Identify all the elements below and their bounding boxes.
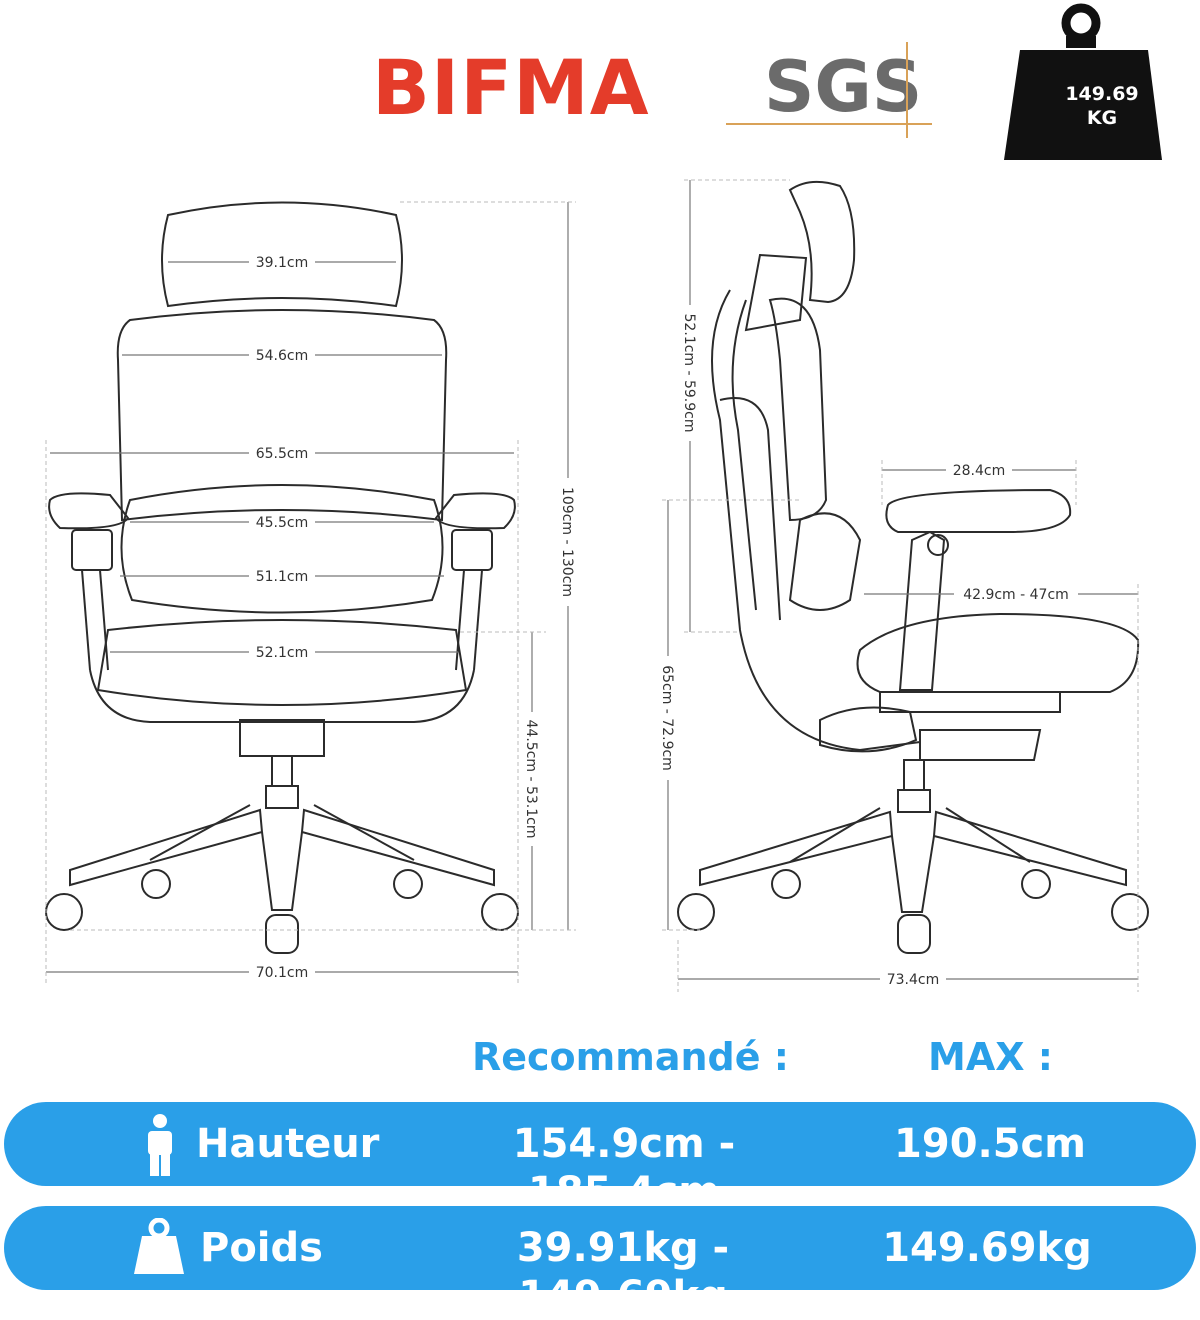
armrest-span-label: 65.5cm	[256, 446, 309, 462]
back-height-label: 52.1cm - 59.9cm	[681, 314, 697, 433]
bifma-logo: BIFMA	[372, 43, 650, 132]
seat-back-width-label: 45.5cm	[256, 515, 309, 531]
weight-row: Poids 39.91kg - 149.69kg 149.69kg	[4, 1206, 1196, 1319]
weight-icon	[134, 1218, 184, 1274]
backrest-width-label: 54.6cm	[256, 348, 309, 364]
max-header: MAX :	[928, 1035, 1053, 1079]
base-depth-label: 73.4cm	[887, 972, 940, 988]
front-view-chair	[45, 201, 519, 954]
height-row: Hauteur 154.9cm - 185.4cm 190.5cm	[4, 1102, 1196, 1215]
armrest-length-label: 28.4cm	[953, 463, 1006, 479]
dimension-lines	[46, 180, 1138, 980]
sgs-vertical-line	[906, 42, 908, 138]
height-recommended: 154.9cm - 185.4cm	[512, 1121, 736, 1215]
seat-depth-label: 42.9cm - 47cm	[963, 587, 1069, 603]
seat-base-width-label: 52.1cm	[256, 645, 309, 661]
weight-label: Poids	[200, 1225, 323, 1271]
armrest-height-label: 65cm - 72.9cm	[659, 665, 675, 771]
chair-dimension-drawing: 39.1cm 54.6cm 65.5cm 45.5cm 51.1cm 52.1c…	[45, 3, 1162, 992]
seat-height-label: 44.5cm - 53.1cm	[523, 720, 539, 839]
base-width-label: 70.1cm	[256, 965, 309, 981]
side-view-chair	[677, 180, 1149, 954]
sgs-underline	[726, 123, 932, 125]
height-max: 190.5cm	[894, 1121, 1086, 1167]
headrest-width-label: 39.1cm	[256, 255, 309, 271]
total-height-label: 109cm - 130cm	[559, 487, 575, 597]
person-icon	[148, 1114, 172, 1176]
seat-width-label: 51.1cm	[256, 569, 309, 585]
weight-badge-value: 149.69	[1065, 83, 1139, 105]
extension-lines	[45, 179, 1139, 992]
recommended-header: Recommandé :	[472, 1035, 789, 1079]
weight-badge-text: 149.69 KG	[1052, 82, 1152, 130]
height-label: Hauteur	[196, 1121, 380, 1167]
sgs-logo: SGS	[764, 46, 923, 128]
weight-badge-icon	[1004, 3, 1162, 160]
weight-badge-unit: KG	[1086, 107, 1118, 129]
weight-recommended: 39.91kg - 149.69kg	[516, 1225, 730, 1319]
weight-max: 149.69kg	[882, 1225, 1092, 1271]
